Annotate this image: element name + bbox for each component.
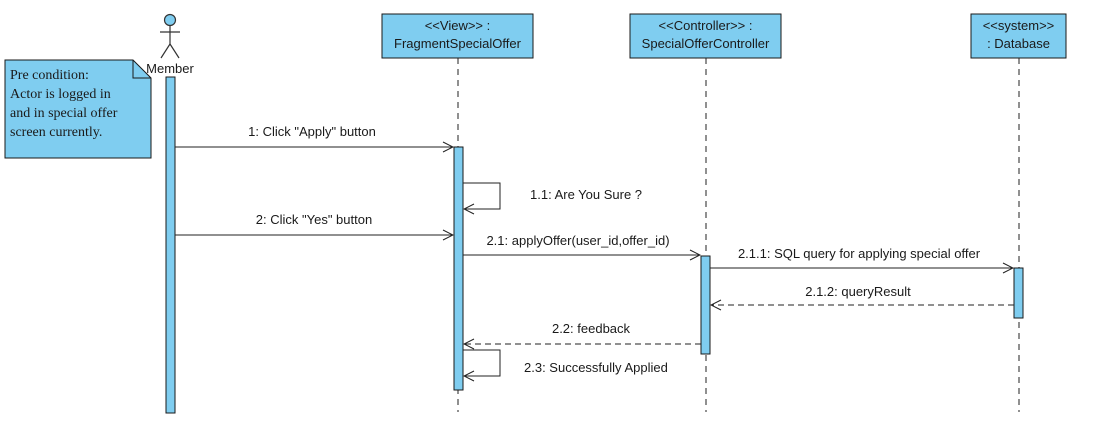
lifeline-head-controller[interactable]: <<Controller>> : SpecialOfferController xyxy=(629,13,782,59)
note-line: Pre condition: xyxy=(10,68,89,83)
lifeline-name: SpecialOfferController xyxy=(642,36,770,51)
activation-bar-controller xyxy=(700,255,711,355)
lifeline-name: : Database xyxy=(987,36,1050,51)
message-label: 2.2: feedback xyxy=(552,321,631,336)
note-line: screen currently. xyxy=(10,125,102,140)
lifeline-stereotype: <<system>> xyxy=(983,18,1055,33)
note-line: and in special offer xyxy=(10,106,118,121)
message-arrow-successfully-applied xyxy=(463,349,501,376)
message-label: 2.3: Successfully Applied xyxy=(524,360,668,375)
message-arrow-are-you-sure xyxy=(463,182,501,209)
actor-member[interactable]: Member xyxy=(146,13,195,77)
lifeline-name: FragmentSpecialOffer xyxy=(394,36,522,51)
precondition-note[interactable]: Pre condition: Actor is logged in and in… xyxy=(4,59,152,159)
message-label: 1.1: Are You Sure ? xyxy=(530,187,642,202)
lifeline-stereotype: <<Controller>> : xyxy=(659,18,753,33)
activation-bar-database xyxy=(1013,267,1024,319)
message-label: 2: Click "Yes" button xyxy=(256,212,372,227)
message-label: 1: Click "Apply" button xyxy=(248,124,376,139)
lifeline-stereotype: <<View>> : xyxy=(425,18,491,33)
stick-figure-icon xyxy=(160,13,180,59)
activation-bar-view xyxy=(453,146,464,391)
message-label: 2.1.1: SQL query for applying special of… xyxy=(738,246,981,261)
lifeline-head-view[interactable]: <<View>> : FragmentSpecialOffer xyxy=(381,13,534,59)
lifeline-head-database[interactable]: <<system>> : Database xyxy=(970,13,1067,59)
message-label: 2.1: applyOffer(user_id,offer_id) xyxy=(486,233,669,248)
activation-bar-member xyxy=(165,76,176,414)
message-label: 2.1.2: queryResult xyxy=(805,284,911,299)
note-line: Actor is logged in xyxy=(10,87,111,102)
actor-label: Member xyxy=(146,61,194,76)
